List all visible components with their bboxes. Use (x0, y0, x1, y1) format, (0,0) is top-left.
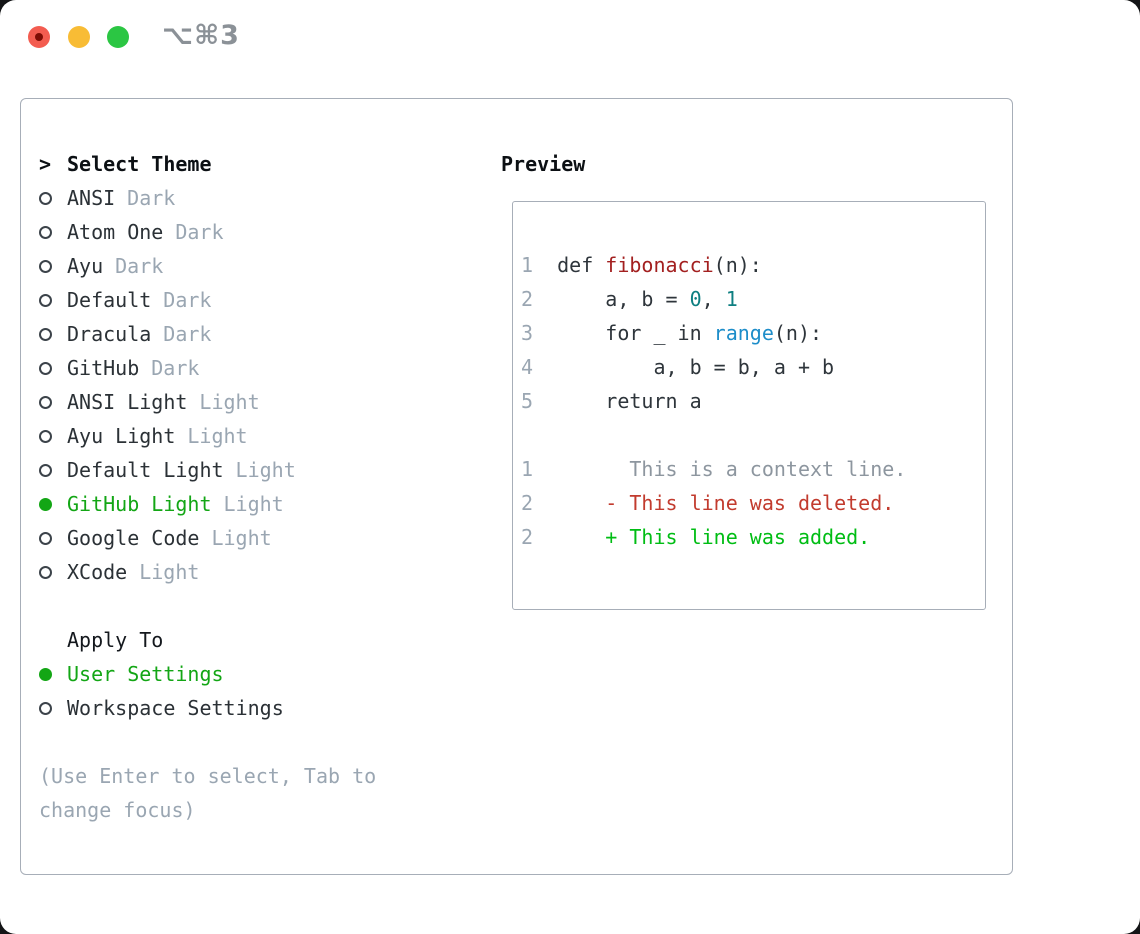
theme-variant-tag: Light (199, 390, 260, 414)
code-line: 4 a, b = b, a + b (521, 355, 835, 379)
unsaved-dot-icon (35, 33, 43, 41)
apply-option-user-settings[interactable]: User Settings (39, 657, 376, 691)
help-line: change focus) (39, 798, 196, 822)
apply-option-workspace-settings[interactable]: Workspace Settings (39, 691, 376, 725)
theme-option-label: GitHub (67, 356, 140, 380)
radio-icon (39, 565, 52, 579)
radio-icon (39, 463, 52, 477)
radio-icon (39, 259, 52, 273)
focus-caret-icon: > (39, 152, 52, 176)
theme-option-ansi[interactable]: ANSI Dark (39, 181, 376, 215)
radio-icon (39, 327, 52, 341)
apply-option-label: Workspace Settings (67, 696, 284, 720)
code-line: 5 return a (521, 389, 702, 413)
close-button[interactable] (28, 26, 50, 48)
theme-variant-tag: Dark (163, 288, 212, 312)
theme-option-label: GitHub Light (67, 492, 212, 516)
theme-option-label: ANSI Light (67, 390, 188, 414)
zoom-button[interactable] (107, 26, 129, 48)
code-line (521, 418, 977, 452)
preview-pane: 1 def fibonacci(n): 2 a, b = 0, 1 3 for _ … (512, 201, 986, 610)
theme-option-github-light[interactable]: GitHub Light Light (39, 487, 376, 521)
radio-icon (39, 225, 52, 239)
apply-to-header: Apply To (39, 623, 376, 657)
theme-variant-tag: Dark (151, 356, 200, 380)
theme-variant-tag: Dark (175, 220, 224, 244)
radio-icon (39, 293, 52, 307)
apply-option-label: User Settings (67, 662, 224, 686)
theme-variant-tag: Dark (127, 186, 176, 210)
theme-option-xcode[interactable]: XCode Light (39, 555, 376, 589)
theme-variant-tag: Light (187, 424, 248, 448)
theme-option-atom-one[interactable]: Atom One Dark (39, 215, 376, 249)
theme-option-default-light[interactable]: Default Light Light (39, 453, 376, 487)
theme-option-label: Atom One (67, 220, 164, 244)
theme-variant-tag: Dark (163, 322, 212, 346)
code-line: 2 a, b = 0, 1 (521, 287, 738, 311)
radio-selected-icon (39, 497, 52, 511)
apply-to-title: Apply To (67, 628, 164, 652)
theme-option-label: Ayu (67, 254, 104, 278)
help-text: (Use Enter to select, Tab to change focus… (39, 759, 376, 827)
theme-option-ansi-light[interactable]: ANSI Light Light (39, 385, 376, 419)
code-line: 2 - This line was deleted. (521, 491, 895, 515)
theme-variant-tag: Dark (115, 254, 164, 278)
radio-icon (39, 361, 52, 375)
section-gap (39, 589, 376, 623)
theme-option-github[interactable]: GitHub Dark (39, 351, 376, 385)
radio-icon (39, 395, 52, 409)
theme-variant-tag: Light (235, 458, 296, 482)
titlebar: ⌥⌘3 (0, 0, 1140, 74)
theme-variant-tag: Light (139, 560, 200, 584)
theme-option-label: Default Light (67, 458, 224, 482)
theme-option-google-code[interactable]: Google Code Light (39, 521, 376, 555)
theme-option-label: Dracula (67, 322, 152, 346)
window-title: ⌥⌘3 (162, 20, 240, 51)
minimize-button[interactable] (68, 26, 90, 48)
theme-option-label: Ayu Light (67, 424, 176, 448)
theme-option-dracula[interactable]: Dracula Dark (39, 317, 376, 351)
code-line: 1 def fibonacci(n): (521, 253, 762, 277)
code-line: 1 This is a context line. (521, 457, 907, 481)
select-theme-title: Select Theme (67, 152, 212, 176)
radio-icon (39, 531, 52, 545)
radio-icon (39, 429, 52, 443)
theme-variant-tag: Light (211, 526, 272, 550)
theme-variant-tag: Light (223, 492, 284, 516)
theme-option-ayu-light[interactable]: Ayu Light Light (39, 419, 376, 453)
theme-option-label: ANSI (67, 186, 116, 210)
theme-option-ayu[interactable]: Ayu Dark (39, 249, 376, 283)
theme-option-label: XCode (67, 560, 128, 584)
theme-option-label: Google Code (67, 526, 200, 550)
radio-icon (39, 191, 52, 205)
radio-icon (39, 701, 52, 715)
section-gap (39, 725, 376, 759)
preview-title: Preview (501, 152, 586, 176)
theme-option-label: Default (67, 288, 152, 312)
code-line: 3 for _ in range(n): (521, 321, 823, 345)
help-line: (Use Enter to select, Tab to (39, 764, 377, 788)
select-theme-header: > Select Theme (39, 147, 376, 181)
theme-option-default[interactable]: Default Dark (39, 283, 376, 317)
radio-selected-icon (39, 667, 52, 681)
code-line: 2 + This line was added. (521, 525, 871, 549)
